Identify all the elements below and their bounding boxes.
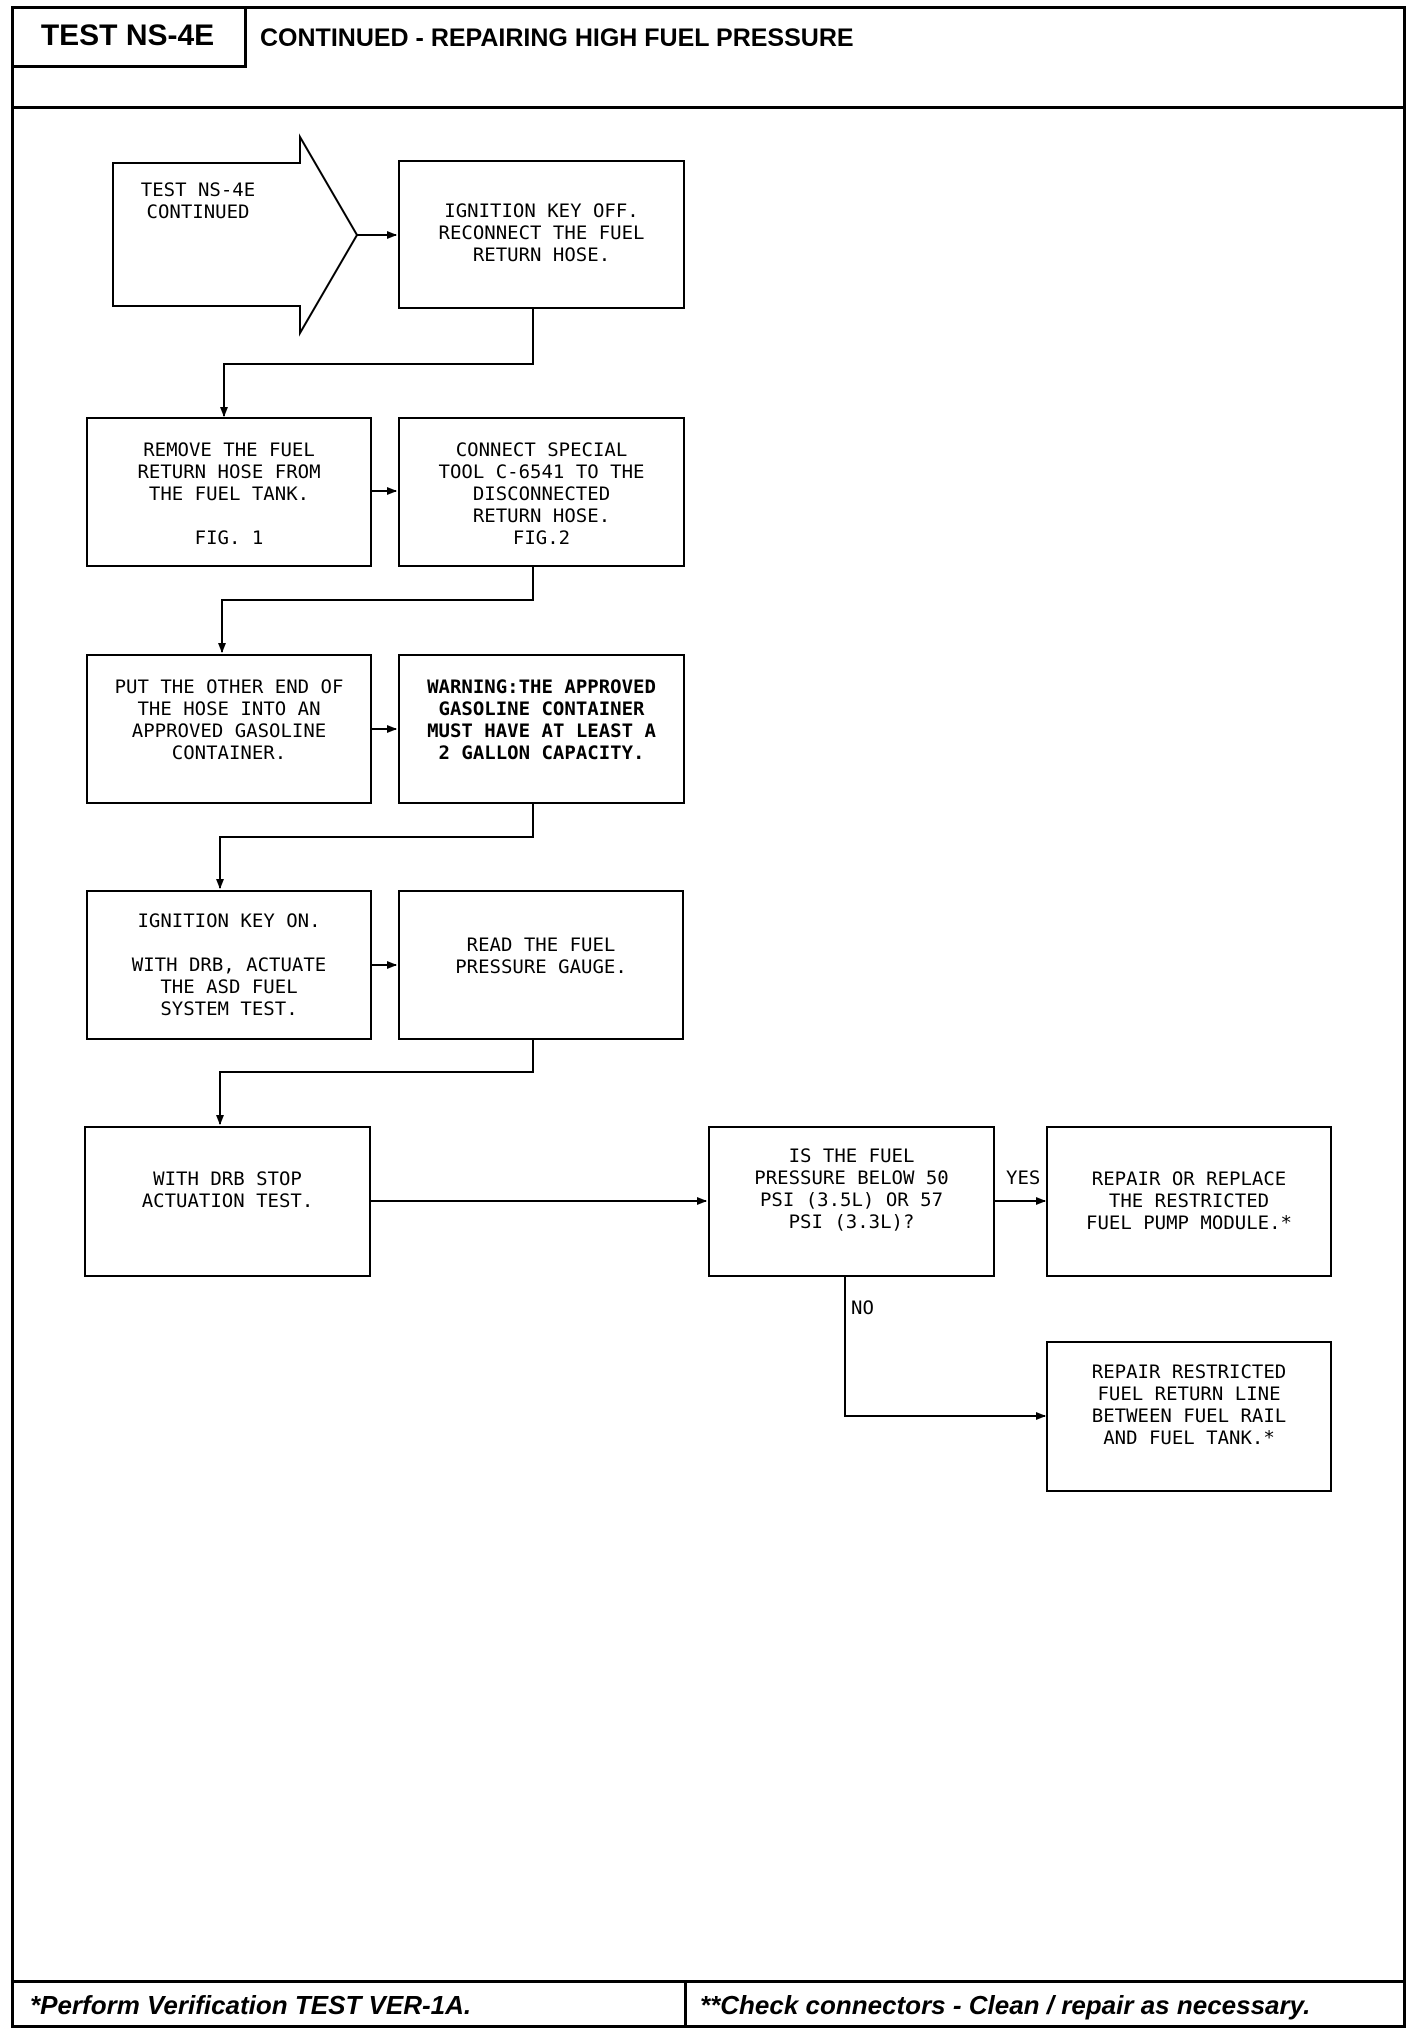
step-read-gauge: READ THE FUEL PRESSURE GAUGE. — [398, 890, 684, 1040]
connector-step3-step4 — [218, 566, 534, 653]
connector-warning-step5 — [216, 804, 534, 889]
page-frame — [11, 6, 1406, 2028]
test-id-label: TEST NS-4E — [11, 6, 247, 68]
footer-connector-note: **Check connectors - Clean / repair as n… — [700, 1989, 1311, 2020]
step-stop-actuation: WITH DRB STOP ACTUATION TEST. — [84, 1126, 371, 1277]
header-divider — [11, 106, 1406, 109]
start-arrow-shape — [112, 133, 359, 337]
step-put-hose-end: PUT THE OTHER END OF THE HOSE INTO AN AP… — [86, 654, 372, 804]
decision-box: IS THE FUEL PRESSURE BELOW 50 PSI (3.5L)… — [708, 1126, 995, 1277]
warning-box: WARNING:THE APPROVED GASOLINE CONTAINER … — [398, 654, 685, 804]
connector-step1-step2 — [220, 308, 534, 417]
result-repair-return-line: REPAIR RESTRICTED FUEL RETURN LINE BETWE… — [1046, 1341, 1332, 1492]
connector-decision-no — [844, 1277, 1046, 1420]
result-replace-pump-module: REPAIR OR REPLACE THE RESTRICTED FUEL PU… — [1046, 1126, 1332, 1277]
step-ignition-on: IGNITION KEY ON. WITH DRB, ACTUATE THE A… — [86, 890, 372, 1040]
no-label: NO — [851, 1297, 874, 1319]
footer-verification-note: *Perform Verification TEST VER-1A. — [30, 1989, 472, 2020]
footer-column-divider — [684, 1980, 687, 2028]
step-connect-tool: CONNECT SPECIAL TOOL C-6541 TO THE DISCO… — [398, 417, 685, 567]
footer-divider — [11, 1980, 1406, 1983]
connector-step6-step7 — [216, 1040, 534, 1125]
page-title: CONTINUED - REPAIRING HIGH FUEL PRESSURE — [260, 23, 854, 52]
step-remove-hose: REMOVE THE FUEL RETURN HOSE FROM THE FUE… — [86, 417, 372, 567]
yes-label: YES — [1006, 1167, 1041, 1189]
step-ignition-off: IGNITION KEY OFF. RECONNECT THE FUEL RET… — [398, 160, 685, 309]
start-label: TEST NS-4E CONTINUED — [140, 179, 256, 223]
